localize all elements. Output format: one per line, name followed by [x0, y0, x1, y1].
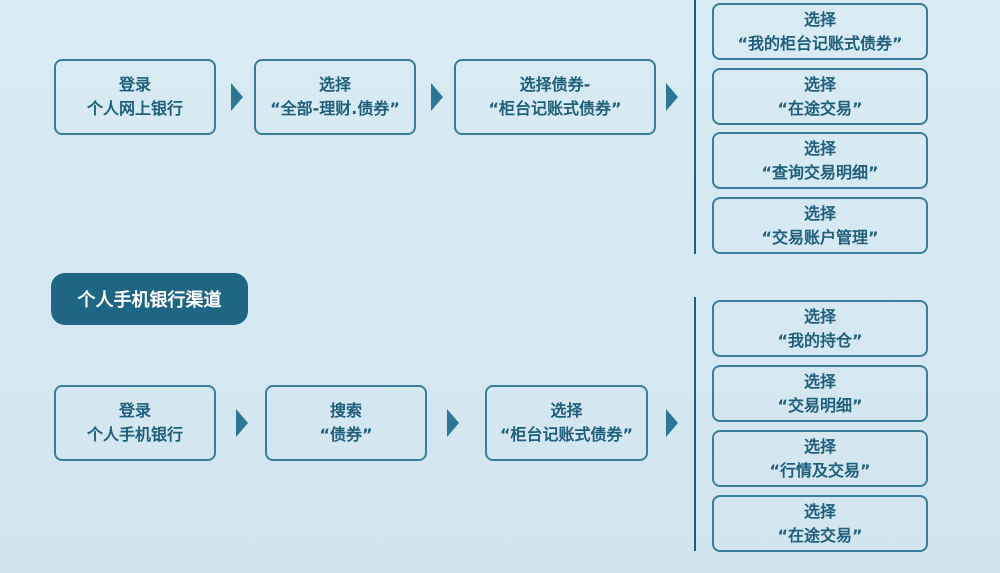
- option-line1: 选择: [803, 203, 836, 223]
- arrow-right-icon: [431, 83, 443, 111]
- option-line2: “我的柜台记账式债券”: [737, 33, 903, 53]
- mobile-step-search: 搜索 “债券”: [265, 385, 427, 461]
- mobile-option-pending-trades: 选择 “在途交易”: [712, 495, 928, 552]
- option-line1: 选择: [803, 74, 836, 94]
- online-option-query-details: 选择 “查询交易明细”: [712, 132, 928, 189]
- mobile-step-login: 登录 个人手机银行: [54, 385, 216, 461]
- step-line2: 个人网上银行: [86, 99, 183, 118]
- option-line2: “交易明细”: [777, 395, 863, 415]
- arrow-right-icon: [666, 83, 678, 111]
- step-line2: 个人手机银行: [86, 425, 183, 444]
- arrow-right-icon: [447, 409, 459, 437]
- option-line1: 选择: [803, 436, 836, 456]
- step-line1: 选择: [318, 75, 351, 94]
- option-line1: 选择: [803, 371, 836, 391]
- step-line2: “柜台记账式债券”: [499, 425, 634, 444]
- section-label-mobile-channel: 个人手机银行渠道: [51, 273, 248, 325]
- step-line1: 选择: [550, 401, 583, 420]
- step-line1: 选择债券-: [519, 75, 591, 94]
- option-line2: “在途交易”: [777, 525, 863, 545]
- online-step-select-category: 选择 “全部-理财.债券”: [254, 59, 416, 135]
- option-line1: 选择: [803, 501, 836, 521]
- arrow-right-icon: [231, 83, 243, 111]
- mobile-option-trade-details: 选择 “交易明细”: [712, 365, 928, 422]
- mobile-step-select-bond: 选择 “柜台记账式债券”: [485, 385, 648, 461]
- option-line2: “查询交易明细”: [761, 162, 879, 182]
- step-line2: “债券”: [319, 425, 373, 444]
- online-option-account-management: 选择 “交易账户管理”: [712, 197, 928, 254]
- step-line1: 搜索: [329, 401, 362, 420]
- option-line2: “我的持仓”: [777, 330, 863, 350]
- mobile-option-my-holdings: 选择 “我的持仓”: [712, 300, 928, 357]
- option-line2: “行情及交易”: [769, 460, 871, 480]
- online-option-pending-trades: 选择 “在途交易”: [712, 68, 928, 125]
- step-line2: “柜台记账式债券”: [488, 99, 622, 118]
- option-line1: 选择: [803, 9, 836, 29]
- mobile-options-bracket-line: [694, 297, 696, 551]
- step-line1: 登录: [118, 401, 151, 420]
- option-line2: “在途交易”: [777, 98, 863, 118]
- online-step-login: 登录 个人网上银行: [54, 59, 216, 135]
- step-line2: “全部-理财.债券”: [270, 99, 400, 118]
- online-option-my-bonds: 选择 “我的柜台记账式债券”: [712, 3, 928, 60]
- online-step-select-bond: 选择债券- “柜台记账式债券”: [454, 59, 656, 135]
- mobile-option-quotes-trading: 选择 “行情及交易”: [712, 430, 928, 487]
- option-line1: 选择: [803, 306, 836, 326]
- arrow-right-icon: [236, 409, 248, 437]
- option-line1: 选择: [803, 138, 836, 158]
- step-line1: 登录: [118, 75, 151, 94]
- option-line2: “交易账户管理”: [761, 227, 879, 247]
- arrow-right-icon: [666, 409, 678, 437]
- online-options-bracket-line: [694, 0, 696, 254]
